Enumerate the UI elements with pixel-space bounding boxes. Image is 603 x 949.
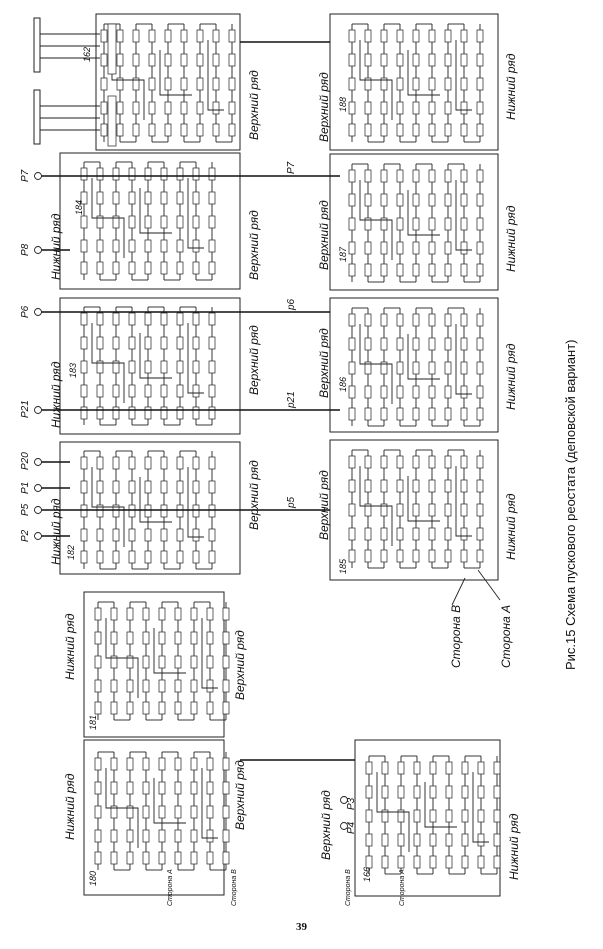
block-id: 185 xyxy=(338,558,348,574)
terminal-label: Р5 xyxy=(20,503,31,516)
upper-row-label: Верхний ряд xyxy=(233,760,247,830)
lower-row-label: Нижний ряд xyxy=(49,213,63,280)
block-id: 180 xyxy=(88,871,98,886)
wire-label-p7: Р7 xyxy=(286,161,297,174)
side-a-small-label: Сторона А xyxy=(167,869,174,906)
block-162: 162 Верхний ряд xyxy=(33,13,261,151)
upper-row-label: Верхний ряд xyxy=(247,460,261,530)
terminal-label: Р3 xyxy=(346,797,357,810)
upper-row-label: Верхний ряд xyxy=(317,470,331,540)
wire-label-p21: р21 xyxy=(286,391,297,409)
side-a-label: Сторона А xyxy=(499,605,513,668)
lower-row-label: Нижний ряд xyxy=(49,361,63,428)
terminal-label: Р8 xyxy=(20,243,31,256)
block-166: 166 Верхний ряд Нижний ряд xyxy=(319,739,521,897)
block-id: 186 xyxy=(338,377,348,392)
lower-row-label: Нижний ряд xyxy=(504,343,518,410)
block-181: 181 Нижний ряд Верхний ряд xyxy=(63,591,247,738)
wire-label-p6: р6 xyxy=(286,298,297,311)
block-id: 187 xyxy=(338,246,348,262)
block-id: 181 xyxy=(88,715,98,730)
figure-caption: Рис.15 Схема пускового реостата (деповск… xyxy=(563,340,578,671)
terminal-label: Р4 xyxy=(346,821,357,834)
terminal-label: Р2 xyxy=(20,529,31,542)
terminal-label: Р21 xyxy=(20,400,31,418)
upper-row-label: Верхний ряд xyxy=(319,790,333,860)
block-id: 182 xyxy=(66,545,76,560)
wire-label-p5: р5 xyxy=(286,496,297,509)
block-id: 166 xyxy=(362,867,372,882)
upper-row-label: Верхний ряд xyxy=(317,328,331,398)
terminal-label: Р6 xyxy=(20,305,31,318)
upper-row-label: Верхний ряд xyxy=(317,72,331,142)
block-185: 185 Верхний ряд Нижний ряд xyxy=(317,439,518,581)
side-b-small-label-166: Сторона В xyxy=(345,869,352,906)
block-182: 182 Нижний ряд Верхний ряд xyxy=(49,441,261,575)
terminals: Р2 Р5 Р1 Р20 Р21 Р6 Р8 Р7 Р3 Р4 xyxy=(20,169,357,834)
lower-row-label: Нижний ряд xyxy=(49,498,63,565)
upper-row-label: Верхний ряд xyxy=(247,325,261,395)
lower-row-label: Нижний ряд xyxy=(63,613,77,680)
block-183: 183 Нижний ряд Верхний ряд xyxy=(49,297,261,435)
block-188: 188 Верхний ряд Нижний ряд xyxy=(317,13,518,151)
upper-row-label: Верхний ряд xyxy=(317,200,331,270)
terminal-label: Р20 xyxy=(20,452,31,470)
block-id: 162 xyxy=(82,47,92,62)
side-b-small-label: Сторона В xyxy=(231,869,238,906)
lower-row-label: Нижний ряд xyxy=(504,493,518,560)
lower-row-label: Нижний ряд xyxy=(504,205,518,272)
side-a-small-label-166: Сторона А xyxy=(399,869,406,906)
upper-row-label: Верхний ряд xyxy=(247,70,261,140)
side-b-label: Сторона В xyxy=(449,605,463,668)
block-186: 186 Верхний ряд Нижний ряд xyxy=(317,297,518,433)
lower-row-label: Нижний ряд xyxy=(63,773,77,840)
page-number: 39 xyxy=(296,921,307,933)
block-180: 180 Нижний ряд Верхний ряд xyxy=(63,739,247,896)
block-id: 183 xyxy=(68,363,78,378)
terminal-label: Р1 xyxy=(20,482,31,494)
upper-row-label: Верхний ряд xyxy=(233,630,247,700)
upper-row-label: Верхний ряд xyxy=(247,210,261,280)
lower-row-label: Нижний ряд xyxy=(504,53,518,120)
block-187: 187 Верхний ряд Нижний ряд xyxy=(317,153,518,291)
side-labels: Сторона В Сторона А Сторона А Сторона В … xyxy=(167,569,513,906)
block-id: 184 xyxy=(74,200,84,215)
lower-row-label: Нижний ряд xyxy=(507,813,521,880)
block-id: 188 xyxy=(338,97,348,112)
terminal-label: Р7 xyxy=(20,169,31,182)
block-184: 184 Нижний ряд Верхний ряд xyxy=(49,152,261,290)
